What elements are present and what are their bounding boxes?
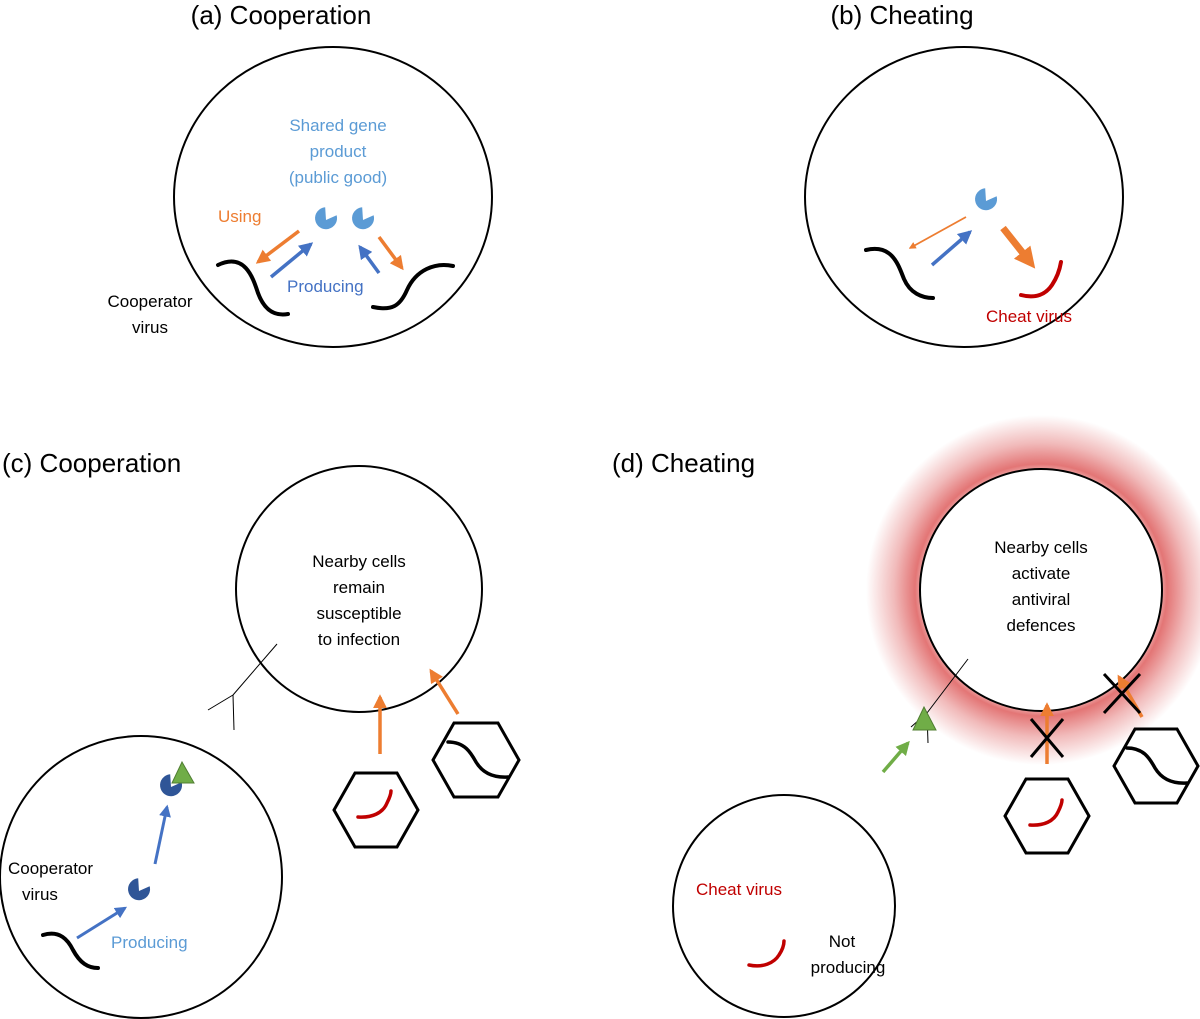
- cooperator-virus-genome: [371, 263, 455, 311]
- svg-text:activate: activate: [1012, 564, 1071, 583]
- producing-arrow: [269, 242, 314, 279]
- panel-c: (c) Cooperation Nearby cells remain susc…: [0, 448, 521, 1019]
- svg-text:susceptible: susceptible: [316, 604, 401, 623]
- svg-text:(public good): (public good): [289, 168, 387, 187]
- cooperator-virus-label-c: Cooperator virus: [8, 859, 93, 904]
- cheat-virus-genome: [1028, 798, 1064, 827]
- svg-text:defences: defences: [1007, 616, 1076, 635]
- gene-product-shape: [160, 774, 183, 797]
- cooperator-virus-genome: [864, 246, 935, 300]
- producing-arrow: [153, 804, 171, 865]
- using-arrow: [377, 235, 404, 271]
- cooperator-virus-genome: [216, 259, 290, 317]
- nearby-cell-c: [235, 465, 483, 713]
- svg-text:product: product: [310, 142, 367, 161]
- green-signal-triangle: [171, 760, 195, 784]
- panel-d: (d) Cheating Nearby cells activate antiv…: [612, 415, 1200, 1018]
- using-arrow-thin: [908, 216, 967, 249]
- svg-text:Nearby cells: Nearby cells: [312, 552, 406, 571]
- virion-hexagon: [1003, 777, 1091, 855]
- cheat-virus-label-d: Cheat virus: [696, 880, 782, 899]
- block-x-mark: [1029, 718, 1065, 758]
- gene-product-shape: [128, 878, 151, 901]
- panel-a-title: (a) Cooperation: [191, 0, 372, 30]
- gene-product-shape: [352, 207, 375, 230]
- cheat-virus-label: Cheat virus: [986, 307, 1072, 326]
- panel-c-title: (c) Cooperation: [2, 448, 181, 478]
- virion-hexagon: [332, 771, 420, 849]
- cooperator-virus-label-a: Cooperator virus: [107, 292, 192, 337]
- infection-arrow: [429, 668, 460, 715]
- cheat-virus-genome: [747, 939, 786, 968]
- not-producing-label: Not producing: [811, 932, 886, 977]
- svg-text:virus: virus: [22, 885, 58, 904]
- cheat-virus-genome: [1019, 260, 1063, 299]
- svg-text:remain: remain: [333, 578, 385, 597]
- panel-b-title: (b) Cheating: [830, 0, 973, 30]
- green-signal-triangle: [912, 705, 937, 731]
- producing-arrow: [76, 906, 128, 940]
- cooperator-virus-genome: [41, 931, 100, 970]
- gene-product-shape: [975, 188, 998, 211]
- panel-a: (a) Cooperation Shared gene product (pub…: [107, 0, 493, 348]
- infected-cell-c: [0, 735, 283, 1019]
- producing-label: Producing: [287, 277, 364, 296]
- using-arrow-thick: [1000, 225, 1036, 269]
- host-cell-a: [173, 46, 493, 348]
- producing-label-c: Producing: [111, 933, 188, 952]
- svg-text:producing: producing: [811, 958, 886, 977]
- svg-text:to infection: to infection: [318, 630, 400, 649]
- infected-cell-d: [672, 794, 896, 1018]
- svg-text:Cooperator: Cooperator: [107, 292, 192, 311]
- receptor-c: [207, 643, 278, 731]
- svg-text:Nearby cells: Nearby cells: [994, 538, 1088, 557]
- using-label: Using: [218, 207, 261, 226]
- signal-arrow: [881, 740, 910, 774]
- cooperator-virus-genome: [446, 740, 510, 779]
- cheat-virus-genome: [356, 789, 393, 819]
- host-cell-b: [804, 46, 1124, 348]
- svg-text:Shared gene: Shared gene: [289, 116, 386, 135]
- svg-text:Cooperator: Cooperator: [8, 859, 93, 878]
- panel-d-title: (d) Cheating: [612, 448, 755, 478]
- cooperator-virus-genome: [1125, 746, 1189, 785]
- public-good-label-a: Shared gene product (public good): [289, 116, 387, 187]
- producing-arrow: [358, 244, 381, 275]
- nearby-cell-label-c: Nearby cells remain susceptible to infec…: [312, 552, 406, 649]
- svg-text:antiviral: antiviral: [1012, 590, 1071, 609]
- nearby-cell-label-d: Nearby cells activate antiviral defences: [994, 538, 1088, 635]
- svg-text:virus: virus: [132, 318, 168, 337]
- using-arrow: [255, 229, 301, 264]
- panel-b: (b) Cheating Cheat virus: [804, 0, 1124, 348]
- gene-product-shape: [315, 207, 338, 230]
- producing-arrow: [930, 230, 973, 267]
- svg-text:Not: Not: [829, 932, 856, 951]
- block-x-mark: [1102, 672, 1142, 715]
